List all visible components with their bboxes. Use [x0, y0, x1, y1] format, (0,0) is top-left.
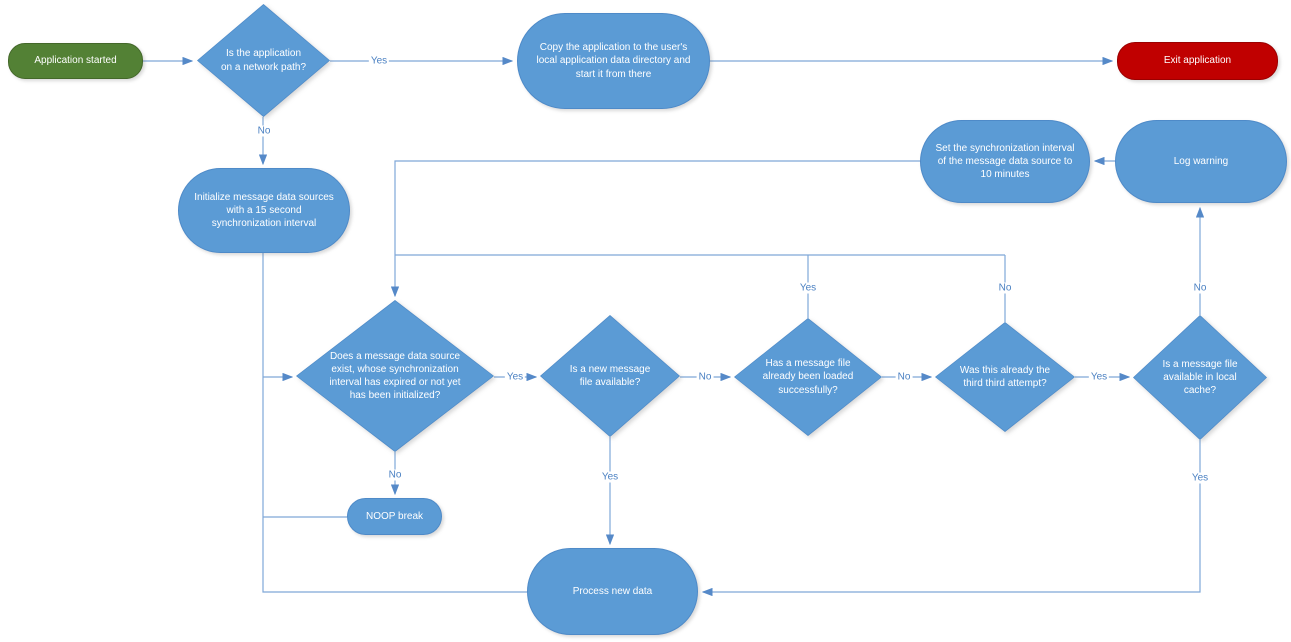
node-decision-network-path: Is the application on a network path? — [197, 4, 330, 117]
edge-label-exists-yes: Yes — [504, 371, 526, 383]
node-decision-local-cache: Is a message file available in local cac… — [1133, 315, 1267, 440]
node-application-started: Application started — [8, 43, 143, 79]
node-set-sync-interval: Set the synchronization interval of the … — [920, 120, 1090, 203]
edge-label-network-no: No — [255, 125, 273, 137]
node-exit-application: Exit application — [1117, 42, 1278, 80]
node-process-new-data: Process new data — [527, 548, 698, 635]
edge-label-third-yes: Yes — [1088, 371, 1110, 383]
edge-setsync-to-exists — [390, 160, 920, 298]
node-copy-application: Copy the application to the user's local… — [517, 13, 710, 109]
edge-cache-yes-to-process — [701, 440, 1201, 597]
edge-label-loaded-yes: Yes — [797, 282, 819, 294]
edge-label-exists-no: No — [386, 469, 404, 481]
node-decision-third-attempt: Was this already the third third attempt… — [935, 322, 1075, 432]
node-noop-break: NOOP break — [347, 498, 442, 535]
edge-label-loaded-no: No — [895, 371, 913, 383]
edge-label-cache-no: No — [1191, 282, 1209, 294]
node-decision-source-exists: Does a message data source exist, whose … — [296, 300, 494, 452]
node-decision-new-file: Is a new message file available? — [540, 315, 680, 437]
edge-process-loop — [262, 377, 527, 593]
node-initialize-sources: Initialize message data sources with a 1… — [178, 168, 350, 253]
edge-label-cache-yes: Yes — [1189, 472, 1211, 484]
edge-label-newfile-no: No — [696, 371, 714, 383]
node-log-warning: Log warning — [1115, 120, 1287, 203]
edge-label-newfile-yes: Yes — [599, 471, 621, 483]
edge-label-network-yes: Yes — [368, 55, 390, 67]
node-decision-already-loaded: Has a message file already been loaded s… — [734, 318, 882, 436]
edge-label-third-no: No — [996, 282, 1014, 294]
